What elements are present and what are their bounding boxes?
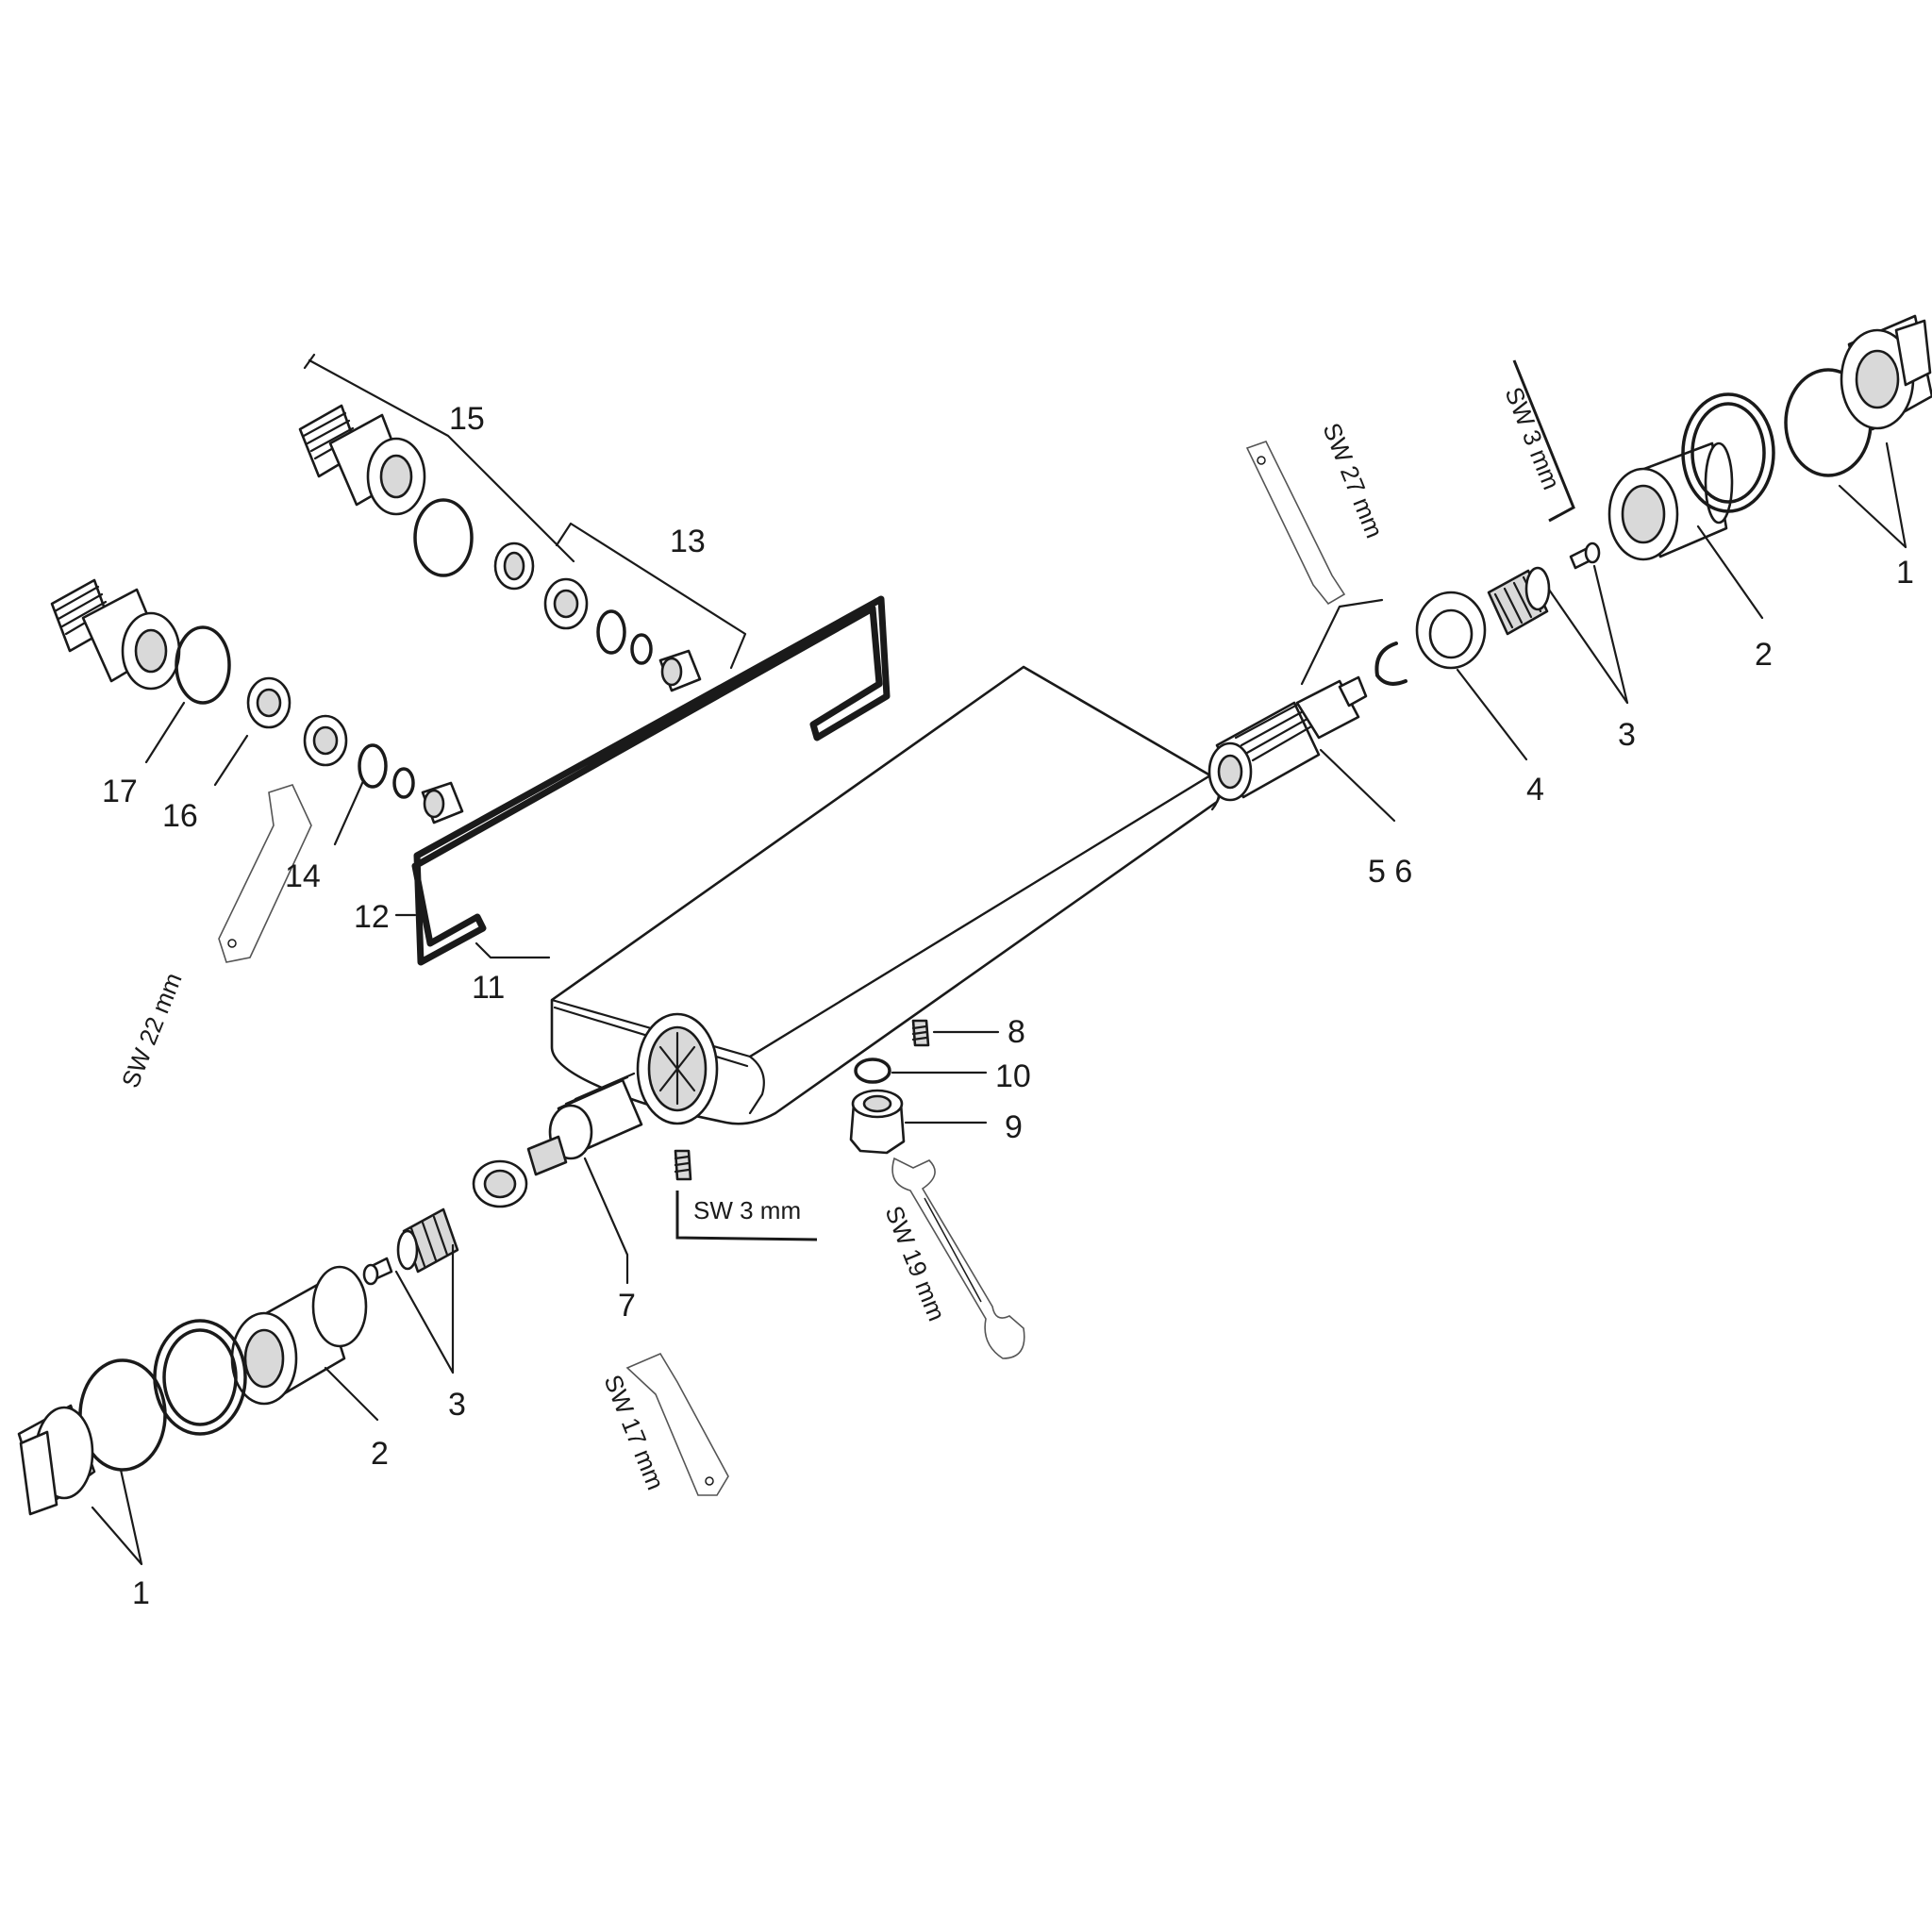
hex-nut bbox=[849, 1089, 906, 1155]
label-5-6: 5 6 bbox=[1368, 854, 1412, 890]
grub-screw bbox=[911, 1019, 930, 1047]
part-number-labels: 1 2 3 4 5 6 7 8 10 9 3 2 1 11 12 13 14 1… bbox=[102, 401, 1914, 1611]
o-ring-14b bbox=[392, 767, 415, 799]
leader-lines bbox=[91, 353, 1907, 1566]
check-valve-14 bbox=[421, 781, 464, 824]
o-ring-17 bbox=[175, 625, 231, 705]
label-sw22: SW 22 mm bbox=[116, 969, 188, 1091]
nut-ring-left bbox=[472, 1159, 528, 1208]
o-ring-13a bbox=[596, 609, 626, 655]
control-knob-left bbox=[17, 1404, 96, 1516]
label-8: 8 bbox=[1008, 1014, 1025, 1050]
wrench-sw17 bbox=[625, 1352, 729, 1496]
spline-adapter-left bbox=[396, 1208, 459, 1274]
o-ring-10 bbox=[854, 1058, 891, 1084]
supply-connector-lower bbox=[50, 578, 181, 691]
check-cartridge bbox=[526, 1072, 643, 1176]
check-valve-13 bbox=[658, 649, 702, 692]
screw bbox=[1569, 541, 1601, 570]
wrench-sw19 bbox=[891, 1157, 1025, 1359]
label-14: 14 bbox=[285, 858, 321, 894]
label-13: 13 bbox=[670, 524, 706, 559]
nut-13 bbox=[543, 577, 589, 630]
trim-ring-right bbox=[1681, 392, 1775, 513]
label-2-right: 2 bbox=[1755, 637, 1773, 673]
label-2-left: 2 bbox=[371, 1436, 389, 1472]
o-ring-15 bbox=[413, 498, 474, 577]
label-11: 11 bbox=[472, 970, 505, 1006]
retaining-clip bbox=[1374, 641, 1407, 686]
hex-key-top bbox=[1512, 359, 1575, 523]
label-1-right: 1 bbox=[1896, 555, 1914, 591]
label-3-left: 3 bbox=[448, 1387, 466, 1423]
nut-14 bbox=[303, 714, 348, 767]
handle-body-left bbox=[230, 1265, 368, 1406]
screw-left bbox=[362, 1257, 393, 1286]
wrench-sw27 bbox=[1245, 441, 1346, 606]
label-17: 17 bbox=[102, 774, 138, 809]
gasket-frame bbox=[411, 595, 891, 966]
trim-ring-left bbox=[153, 1319, 247, 1436]
thermostat-cartridge bbox=[1208, 675, 1368, 802]
control-knob-right bbox=[1840, 314, 1932, 431]
o-ring-14a bbox=[358, 743, 388, 789]
label-12: 12 bbox=[354, 899, 390, 935]
spline-adapter bbox=[1487, 566, 1551, 636]
label-15: 15 bbox=[449, 401, 485, 437]
supply-connector-upper bbox=[298, 404, 426, 516]
label-4: 4 bbox=[1526, 772, 1544, 808]
spacer-16 bbox=[246, 676, 291, 729]
label-sw3-bottom: SW 3 mm bbox=[693, 1196, 801, 1224]
label-1-left: 1 bbox=[132, 1575, 150, 1611]
label-16: 16 bbox=[162, 798, 198, 834]
grub-screw-lower bbox=[674, 1149, 692, 1181]
thermostat-body bbox=[550, 665, 1222, 1125]
label-3-right: 3 bbox=[1618, 717, 1636, 753]
spacer-15 bbox=[493, 541, 535, 591]
label-10: 10 bbox=[995, 1058, 1031, 1094]
label-sw27: SW 27 mm bbox=[1317, 419, 1389, 541]
o-ring-13b bbox=[630, 633, 653, 665]
label-9: 9 bbox=[1005, 1109, 1023, 1145]
wrench-sw22 bbox=[218, 784, 312, 963]
handle-body bbox=[1607, 441, 1734, 561]
label-7: 7 bbox=[618, 1288, 636, 1324]
label-sw3-top: SW 3 mm bbox=[1499, 383, 1566, 493]
nut-ring bbox=[1415, 591, 1487, 670]
hex-key-bottom bbox=[675, 1191, 818, 1241]
